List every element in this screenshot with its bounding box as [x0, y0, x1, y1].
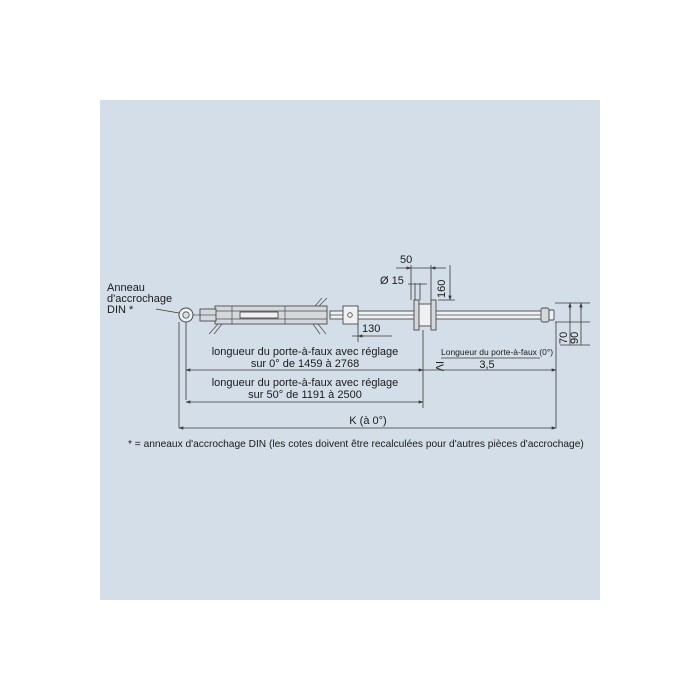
label-range50-line1: longueur du porte-à-faux avec réglage: [212, 377, 399, 389]
flange-collar: [413, 299, 420, 331]
dimension-70-90: 70 90: [555, 302, 590, 346]
label-dim-70: 70: [558, 332, 570, 344]
dimension-50: 50: [396, 254, 446, 300]
label-ring-line2: d'accrochage: [107, 293, 172, 305]
overhang-formula: IV Longueur du porte-à-faux (0°) 3,5: [423, 347, 557, 372]
dimension-range-0deg: longueur du porte-à-faux avec réglage su…: [185, 346, 424, 372]
label-dim-90: 90: [569, 332, 581, 344]
label-range0-line1: longueur du porte-à-faux avec réglage: [212, 346, 399, 358]
label-iv: IV: [433, 361, 445, 372]
label-dim-160: 160: [436, 280, 448, 298]
label-ring-line1: Anneau: [107, 282, 145, 294]
label-dim-130: 130: [362, 323, 380, 335]
label-k: K (à 0°): [349, 415, 386, 427]
tube-end-cap: [540, 307, 550, 323]
dimension-range-50deg: longueur du porte-à-faux avec réglage su…: [185, 377, 424, 404]
ring-callout: Anneau d'accrochage DIN *: [107, 282, 180, 316]
boom-assembly: [178, 297, 555, 335]
label-iv-top: Longueur du porte-à-faux (0°): [441, 347, 553, 357]
label-dim-50: 50: [400, 254, 412, 266]
footnote: * = anneaux d'accrochage DIN (les cotes …: [128, 439, 584, 450]
label-iv-bottom: 3,5: [479, 359, 494, 371]
dimension-160: 160: [436, 265, 455, 301]
clamp-block: [342, 305, 359, 325]
dimension-130: 130: [352, 323, 392, 342]
drawing-panel: [100, 100, 600, 600]
label-range50-line2: sur 50° de 1191 à 2500: [248, 389, 362, 401]
label-ring-line3: DIN *: [107, 304, 134, 316]
label-range0-line2: sur 0° de 1459 à 2768: [251, 358, 359, 370]
dimension-d15: Ø 15: [380, 275, 427, 300]
dimension-k: K (à 0°): [178, 415, 557, 430]
label-dim-d15: Ø 15: [380, 275, 404, 287]
